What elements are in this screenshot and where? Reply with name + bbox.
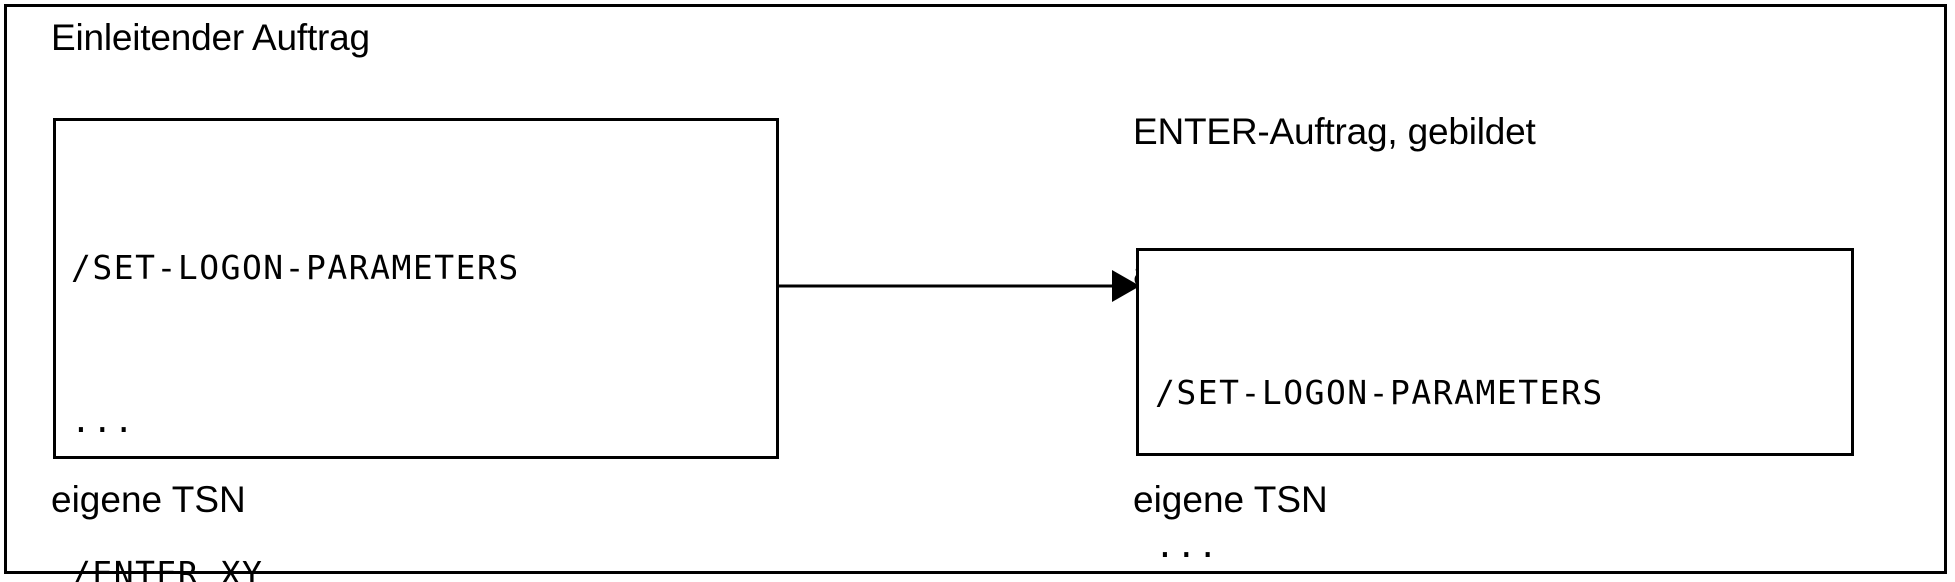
code-line: ... — [1155, 526, 1220, 565]
right-heading-line: ENTER-Auftrag, gebildet — [1133, 111, 1536, 152]
code-line: /ENTER XY — [71, 554, 264, 582]
right-code-box: /SET-LOGON-PARAMETERS ... /LOGOFF — [1136, 248, 1854, 565]
left-code-box: /SET-LOGON-PARAMETERS ... /ENTER XY ... … — [53, 118, 779, 582]
arrow-right-icon — [776, 262, 1140, 310]
arrow-right-svg — [776, 270, 1140, 302]
code-line: /SET-LOGON-PARAMETERS — [1155, 373, 1604, 412]
left-code-listing: /SET-LOGON-PARAMETERS ... /ENTER XY ... … — [71, 140, 520, 582]
left-panel-caption: eigene TSN — [51, 479, 246, 520]
code-line: /SET-LOGON-PARAMETERS — [71, 248, 520, 287]
code-line: ... — [71, 401, 136, 440]
left-panel-heading: Einleitender Auftrag — [51, 17, 370, 58]
outer-frame — [4, 4, 1947, 574]
right-code-listing: /SET-LOGON-PARAMETERS ... /LOGOFF — [1155, 265, 1604, 582]
right-panel-caption: eigene TSN — [1133, 479, 1328, 520]
